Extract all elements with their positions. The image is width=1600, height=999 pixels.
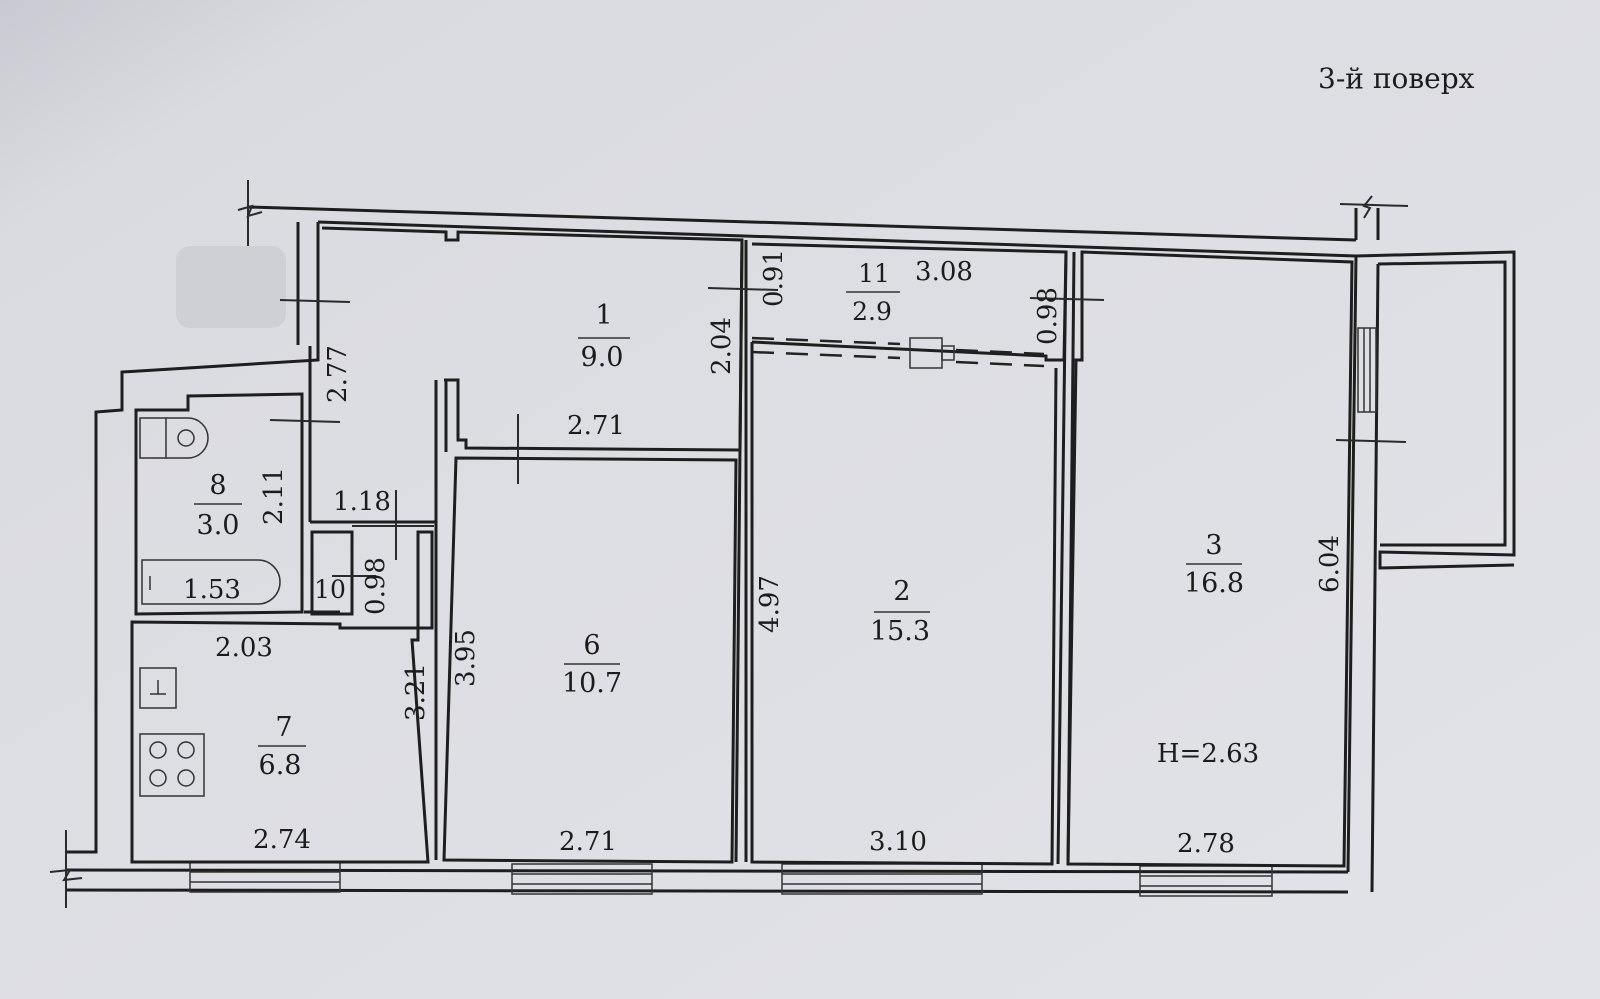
room-6-outline — [442, 456, 738, 864]
toilet-icon — [139, 417, 209, 459]
dim-6-04: 6.04 — [1315, 535, 1345, 593]
room-10-outline — [310, 530, 354, 616]
room-8-outline — [134, 392, 304, 616]
bathtub-icon — [141, 559, 281, 605]
dim-0-98-small: 0.98 — [361, 557, 391, 615]
fixtures — [139, 336, 1045, 797]
stove-icon — [139, 733, 205, 797]
room-7-area: 6.8 — [259, 750, 302, 781]
dim-1-18: 1.18 — [333, 487, 391, 517]
dim-2-03: 2.03 — [215, 633, 273, 663]
dim-2-77: 2.77 — [323, 345, 353, 403]
room-outlines — [130, 226, 1354, 868]
room-2-number: 2 — [893, 576, 910, 607]
dim-0-91: 0.91 — [759, 249, 789, 307]
room-11-number: 11 — [858, 259, 890, 288]
room-1-number: 1 — [595, 300, 612, 331]
room-6-number: 6 — [583, 630, 600, 661]
dim-2-71-bottom: 2.71 — [559, 827, 617, 857]
room-labels: 1 9.0 2 15.3 3 16.8 6 10.7 7 6.8 8 3.0 1… — [194, 259, 1244, 781]
dim-2-04: 2.04 — [707, 317, 737, 375]
dim-2-74: 2.74 — [253, 825, 311, 855]
room-3-number: 3 — [1205, 530, 1222, 561]
dimension-labels: 3.08 2.71 1.18 1.53 2.03 2.74 2.71 3.10 … — [183, 257, 1259, 859]
room-8-area: 3.0 — [197, 510, 240, 541]
dim-1-53: 1.53 — [183, 575, 241, 605]
room-8-number: 8 — [209, 470, 226, 501]
room-3-area: 16.8 — [1184, 568, 1244, 599]
dim-2-71-mid: 2.71 — [567, 411, 625, 441]
room-10-number: 10 — [314, 575, 346, 604]
room-1-area: 9.0 — [581, 342, 624, 373]
room-2-area: 15.3 — [870, 616, 930, 647]
dim-3-08: 3.08 — [915, 257, 973, 287]
dimension-ticks — [269, 287, 1407, 577]
vertical-dimension-labels: 0.91 0.98 2.04 2.77 2.11 0.98 3.21 3.95 … — [259, 249, 1345, 721]
duct-line — [751, 336, 1045, 369]
outer-walls — [49, 180, 1516, 908]
room-11-outline — [751, 242, 1068, 362]
dim-0-98-top: 0.98 — [1033, 287, 1063, 345]
room-2-outline — [750, 342, 1058, 866]
redaction-patch — [176, 246, 286, 328]
room-7-outline — [130, 530, 434, 864]
ceiling-height: H=2.63 — [1157, 739, 1259, 769]
dim-2-78: 2.78 — [1177, 829, 1235, 859]
dim-3-21: 3.21 — [401, 663, 431, 721]
room-11-area: 2.9 — [852, 297, 892, 326]
dim-2-11: 2.11 — [259, 467, 289, 525]
dim-4-97: 4.97 — [755, 575, 785, 633]
dim-3-95: 3.95 — [451, 629, 481, 687]
dim-3-10: 3.10 — [869, 827, 927, 857]
room-6-area: 10.7 — [562, 668, 622, 699]
floor-label: 3-й поверх — [1318, 62, 1475, 95]
sink-icon — [139, 667, 177, 709]
room-7-number: 7 — [275, 712, 292, 743]
